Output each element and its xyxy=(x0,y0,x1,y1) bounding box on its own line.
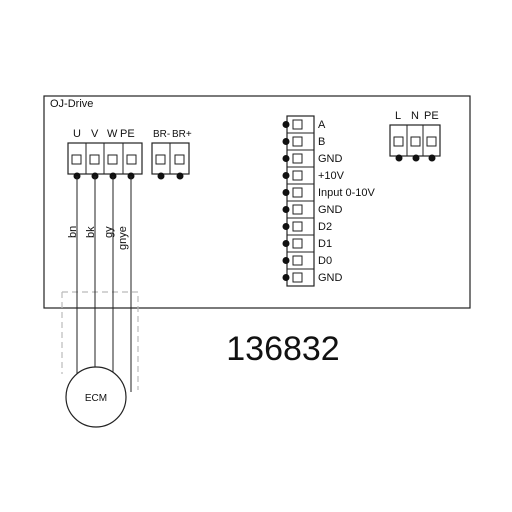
terminal-pe-label: PE xyxy=(120,128,135,140)
wire-bk-label: bk xyxy=(85,226,97,238)
cable-shield xyxy=(61,291,139,390)
control-terminal-screw xyxy=(292,255,303,266)
control-terminal-label: B xyxy=(318,136,325,148)
power-terminal-block: L N PE xyxy=(389,110,441,162)
control-terminal-screw xyxy=(292,153,303,164)
terminal-w-label: W xyxy=(107,128,118,140)
control-terminal-dot xyxy=(282,257,290,264)
control-terminal-dot xyxy=(282,189,290,196)
control-terminal-label: GND xyxy=(318,272,343,284)
control-terminal-screw xyxy=(292,119,303,130)
ecm-motor: ECM xyxy=(65,366,127,428)
control-terminal-label: D1 xyxy=(318,238,332,250)
control-terminal-dot xyxy=(282,240,290,247)
terminal-n-label: N xyxy=(411,110,419,122)
motor-terminal-block: U V W PE xyxy=(67,128,143,180)
control-terminal-screw xyxy=(292,204,303,215)
control-terminal-dot xyxy=(282,138,290,145)
control-terminal-label: +10V xyxy=(318,170,345,182)
control-terminal-screw xyxy=(292,272,303,283)
terminal-v-label: V xyxy=(91,128,99,140)
terminal-pe-power-label: PE xyxy=(424,110,439,122)
control-terminal-label: GND xyxy=(318,204,343,216)
control-terminal-label: D2 xyxy=(318,221,332,233)
wire-gy-label: gy xyxy=(103,226,115,238)
control-terminal-dot xyxy=(282,121,290,128)
control-terminal-screw xyxy=(292,238,303,249)
control-terminal-label: D0 xyxy=(318,255,332,267)
serial-number: 136832 xyxy=(226,330,339,368)
control-terminal-label: GND xyxy=(318,153,343,165)
terminal-br-minus-label: BR- xyxy=(153,129,170,140)
control-terminal-dot xyxy=(282,155,290,162)
terminal-u-label: U xyxy=(73,128,81,140)
wire-bn-label: bn xyxy=(67,226,79,238)
control-terminal-screw xyxy=(292,187,303,198)
brake-terminal-block: BR- BR+ xyxy=(151,129,192,180)
motor-label: ECM xyxy=(85,393,107,404)
motor-wires: bn bk gy gnye xyxy=(67,176,132,392)
control-terminal-dot xyxy=(282,223,290,230)
control-terminal-label: A xyxy=(318,119,326,131)
control-terminal-dot xyxy=(282,206,290,213)
control-terminal-screw xyxy=(292,221,303,232)
control-terminal-dot xyxy=(282,172,290,179)
wire-gnye-label: gnye xyxy=(117,226,129,250)
terminal-br-plus-label: BR+ xyxy=(172,129,192,140)
control-terminal-dot xyxy=(282,274,290,281)
enclosure-title: OJ-Drive xyxy=(50,98,93,110)
terminal-l-label: L xyxy=(395,110,401,122)
control-terminal-screw xyxy=(292,170,303,181)
control-terminal-screw xyxy=(292,136,303,147)
control-terminal-label: Input 0-10V xyxy=(318,187,376,199)
